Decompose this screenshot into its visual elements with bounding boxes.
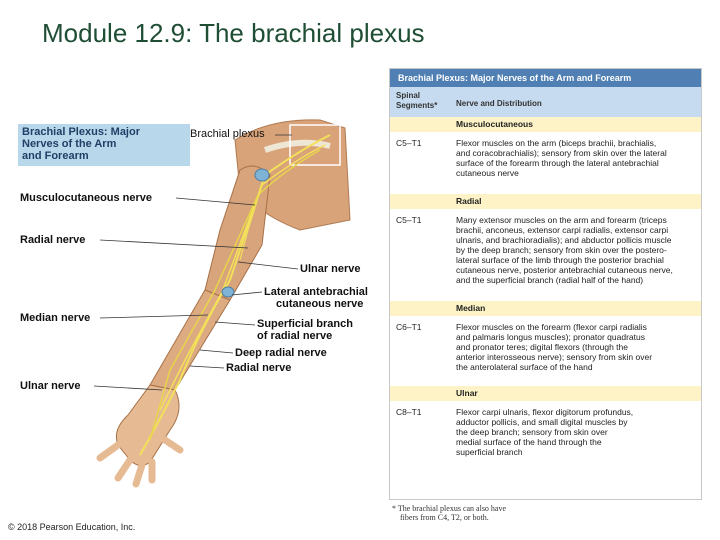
section-radial: Radial [390,194,701,209]
label-lateral-antebrachial-line-2: cutaneous nerve [264,298,368,310]
dist-line: lateral surface of the limb through the … [456,255,694,265]
label-radial-nerve-mid: Radial nerve [226,362,291,374]
dist-line: and the superficial branch (radial half … [456,275,694,285]
dist-line: and palmaris longus muscles); pronator q… [456,332,694,342]
distribution-text: Flexor muscles on the forearm (flexor ca… [456,322,694,372]
segment-value: C6–T1 [396,322,422,332]
distribution-text: Many extensor muscles on the arm and for… [456,215,694,285]
label-lateral-antebrachial-line-1: Lateral antebrachial [264,286,368,298]
column-spinal-segments-line-1: Spinal [396,91,437,101]
label-brachial-plexus: Brachial plexus [190,128,265,140]
dist-line: the deep branch; sensory from skin over [456,427,694,437]
section-ulnar: Ulnar [390,386,701,401]
table-row: C6–T1 Flexor muscles on the forearm (fle… [390,316,701,386]
label-musculocutaneous-nerve: Musculocutaneous nerve [20,192,152,204]
figure-title-box: Brachial Plexus: Major Nerves of the Arm… [18,124,190,166]
dist-line: Flexor carpi ulnaris, flexor digitorum p… [456,407,694,417]
table-row: C8–T1 Flexor carpi ulnaris, flexor digit… [390,401,701,471]
distribution-text: Flexor muscles on the arm (biceps brachi… [456,138,694,178]
footnote-line-2: fibers from C4, T2, or both. [392,513,506,522]
dist-line: cutaneous nerve, posterior antebrachial … [456,265,694,275]
label-superficial-branch: Superficial branch of radial nerve [257,318,353,342]
dist-line: superficial branch [456,447,694,457]
dist-line: ulnaris, and brachioradialis); and abduc… [456,235,694,245]
copyright: © 2018 Pearson Education, Inc. [8,522,135,532]
segment-value: C5–T1 [396,215,422,225]
figure-title-line-2: Nerves of the Arm [22,138,186,150]
column-spinal-segments-line-2: Segments* [396,101,437,111]
label-median-nerve: Median nerve [20,312,90,324]
nerve-table: Brachial Plexus: Major Nerves of the Arm… [389,68,702,500]
dist-line: surface of the forearm through the later… [456,158,694,168]
dist-line: Flexor muscles on the forearm (flexor ca… [456,322,694,332]
table-row: C5–T1 Flexor muscles on the arm (biceps … [390,132,701,194]
dist-line: cutaneous nerve [456,168,694,178]
column-spinal-segments: Spinal Segments* [396,91,437,111]
section-musculocutaneous: Musculocutaneous [390,117,701,132]
label-ulnar-nerve-left: Ulnar nerve [20,380,81,392]
label-lateral-antebrachial: Lateral antebrachial cutaneous nerve [264,286,368,310]
label-radial-nerve-left: Radial nerve [20,234,85,246]
table-header: Brachial Plexus: Major Nerves of the Arm… [390,69,701,87]
dist-line: medial surface of the hand through the [456,437,694,447]
column-nerve-distribution: Nerve and Distribution [456,99,542,108]
dist-line: by the deep branch; sensory from skin ov… [456,245,694,255]
arm-figure: Brachial Plexus: Major Nerves of the Arm… [0,0,385,470]
dist-line: the anterolateral surface of the hand [456,362,694,372]
table-row: C5–T1 Many extensor muscles on the arm a… [390,209,701,301]
segment-value: C5–T1 [396,138,422,148]
label-ulnar-nerve-mid: Ulnar nerve [300,263,361,275]
segment-value: C8–T1 [396,407,422,417]
table-subheader: Spinal Segments* Nerve and Distribution [390,87,701,117]
label-superficial-branch-line-1: Superficial branch [257,318,353,330]
label-superficial-branch-line-2: of radial nerve [257,330,353,342]
dist-line: Flexor muscles on the arm (biceps brachi… [456,138,694,148]
label-deep-radial-nerve: Deep radial nerve [235,347,327,359]
footnote-line-1: * The brachial plexus can also have [392,504,506,513]
table-footnote: * The brachial plexus can also have fibe… [392,504,506,522]
dist-line: brachii, anconeus, extensor carpi radial… [456,225,694,235]
figure-title-line-3: and Forearm [22,150,186,162]
dist-line: adductor pollicis, and small digital mus… [456,417,694,427]
dist-line: and coracobrachialis); sensory from skin… [456,148,694,158]
dist-line: and pronator teres; digital flexors (thr… [456,342,694,352]
dist-line: Many extensor muscles on the arm and for… [456,215,694,225]
distribution-text: Flexor carpi ulnaris, flexor digitorum p… [456,407,694,457]
section-median: Median [390,301,701,316]
dist-line: anterior interosseous nerve); sensory fr… [456,352,694,362]
figure-title-line-1: Brachial Plexus: Major [22,126,186,138]
